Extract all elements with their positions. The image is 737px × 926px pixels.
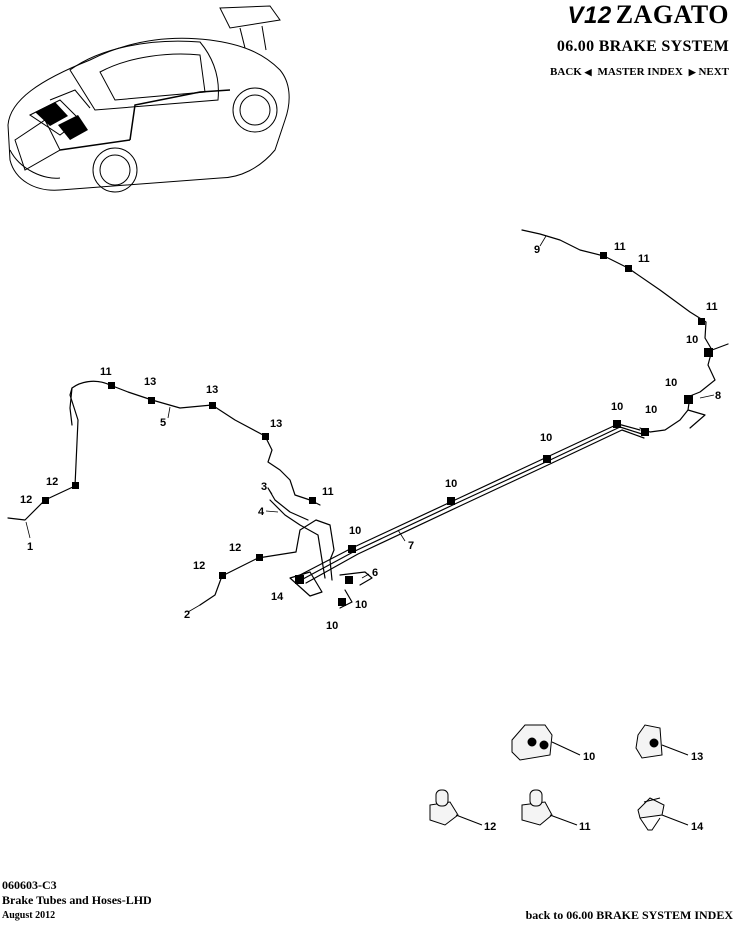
parts-legend [429, 724, 689, 831]
logo-text: ZAGATO [615, 0, 729, 29]
legend-label-14: 14 [691, 821, 704, 833]
clip-13-illustration [635, 724, 689, 759]
callout-11: 11 [638, 253, 650, 265]
master-index-link[interactable]: MASTER INDEX [597, 66, 683, 78]
callout-8: 8 [715, 390, 721, 402]
callout-11: 11 [614, 241, 626, 253]
back-label: BACK [550, 66, 582, 78]
callout-11: 11 [322, 486, 334, 498]
callout-10: 10 [665, 377, 677, 389]
callout-10: 10 [611, 401, 623, 413]
callout-4: 4 [258, 506, 265, 518]
brake-pipe-main-c [305, 429, 645, 584]
brake-tube-rear [521, 229, 716, 433]
callout-14: 14 [271, 591, 284, 603]
logo-mark: V12 [567, 2, 612, 29]
callout-10: 10 [445, 478, 457, 490]
back-link[interactable]: BACK ◀ [550, 66, 591, 78]
callout-10: 10 [645, 404, 657, 416]
clip-12-illustration [429, 789, 483, 826]
callout-10: 10 [686, 334, 698, 346]
callout-12: 12 [20, 494, 32, 506]
clip-10-illustration [511, 724, 581, 761]
triangle-left-icon: ◀ [584, 67, 592, 77]
clip-14-illustration [637, 797, 689, 831]
document-date: August 2012 [2, 910, 56, 921]
back-to-index-link[interactable]: back to 06.00 BRAKE SYSTEM INDEX [525, 908, 733, 922]
callout-6: 6 [372, 567, 378, 579]
callout-12: 12 [193, 560, 205, 572]
next-link[interactable]: ▶ NEXT [689, 66, 729, 78]
legend-label-10: 10 [583, 751, 595, 763]
car-overview-illustration [7, 5, 290, 193]
callout-3: 3 [261, 481, 267, 493]
callout-7: 7 [408, 540, 414, 552]
callout-12: 12 [229, 542, 241, 554]
nav-bar: BACK ◀ MASTER INDEX ▶ NEXT [550, 66, 729, 78]
callout-13: 13 [270, 418, 282, 430]
callout-10: 10 [349, 525, 361, 537]
section-title: 06.00 BRAKE SYSTEM [556, 38, 729, 55]
brake-tube-front-right [199, 519, 335, 606]
callout-5: 5 [160, 417, 166, 429]
legend-label-12: 12 [484, 821, 496, 833]
clip-11-illustration [521, 789, 578, 826]
document-title: Brake Tubes and Hoses-LHD [2, 893, 152, 907]
callout-10: 10 [326, 620, 338, 632]
callout-11: 11 [100, 366, 112, 378]
document-code: 060603-C3 [2, 878, 57, 892]
callout-1: 1 [27, 541, 33, 553]
next-label: NEXT [698, 66, 729, 78]
callout-10: 10 [355, 599, 367, 611]
callout-13: 13 [206, 384, 218, 396]
callout-10: 10 [540, 432, 552, 444]
legend-label-11: 11 [579, 821, 591, 833]
callout-12: 12 [46, 476, 58, 488]
callout-11: 11 [706, 301, 718, 313]
brake-pipe-main-a [299, 423, 641, 576]
legend-label-13: 13 [691, 751, 703, 763]
brake-pipe-main-b [302, 426, 643, 580]
brake-tube-front-left [7, 380, 321, 521]
callout-9: 9 [534, 244, 540, 256]
brake-tubes-diagram: 1 2 3 4 5 6 7 8 9 10 10 10 10 10 10 10 1… [7, 229, 729, 833]
callout-2: 2 [184, 609, 190, 621]
callout-13: 13 [144, 376, 156, 388]
triangle-right-icon: ▶ [688, 67, 696, 77]
